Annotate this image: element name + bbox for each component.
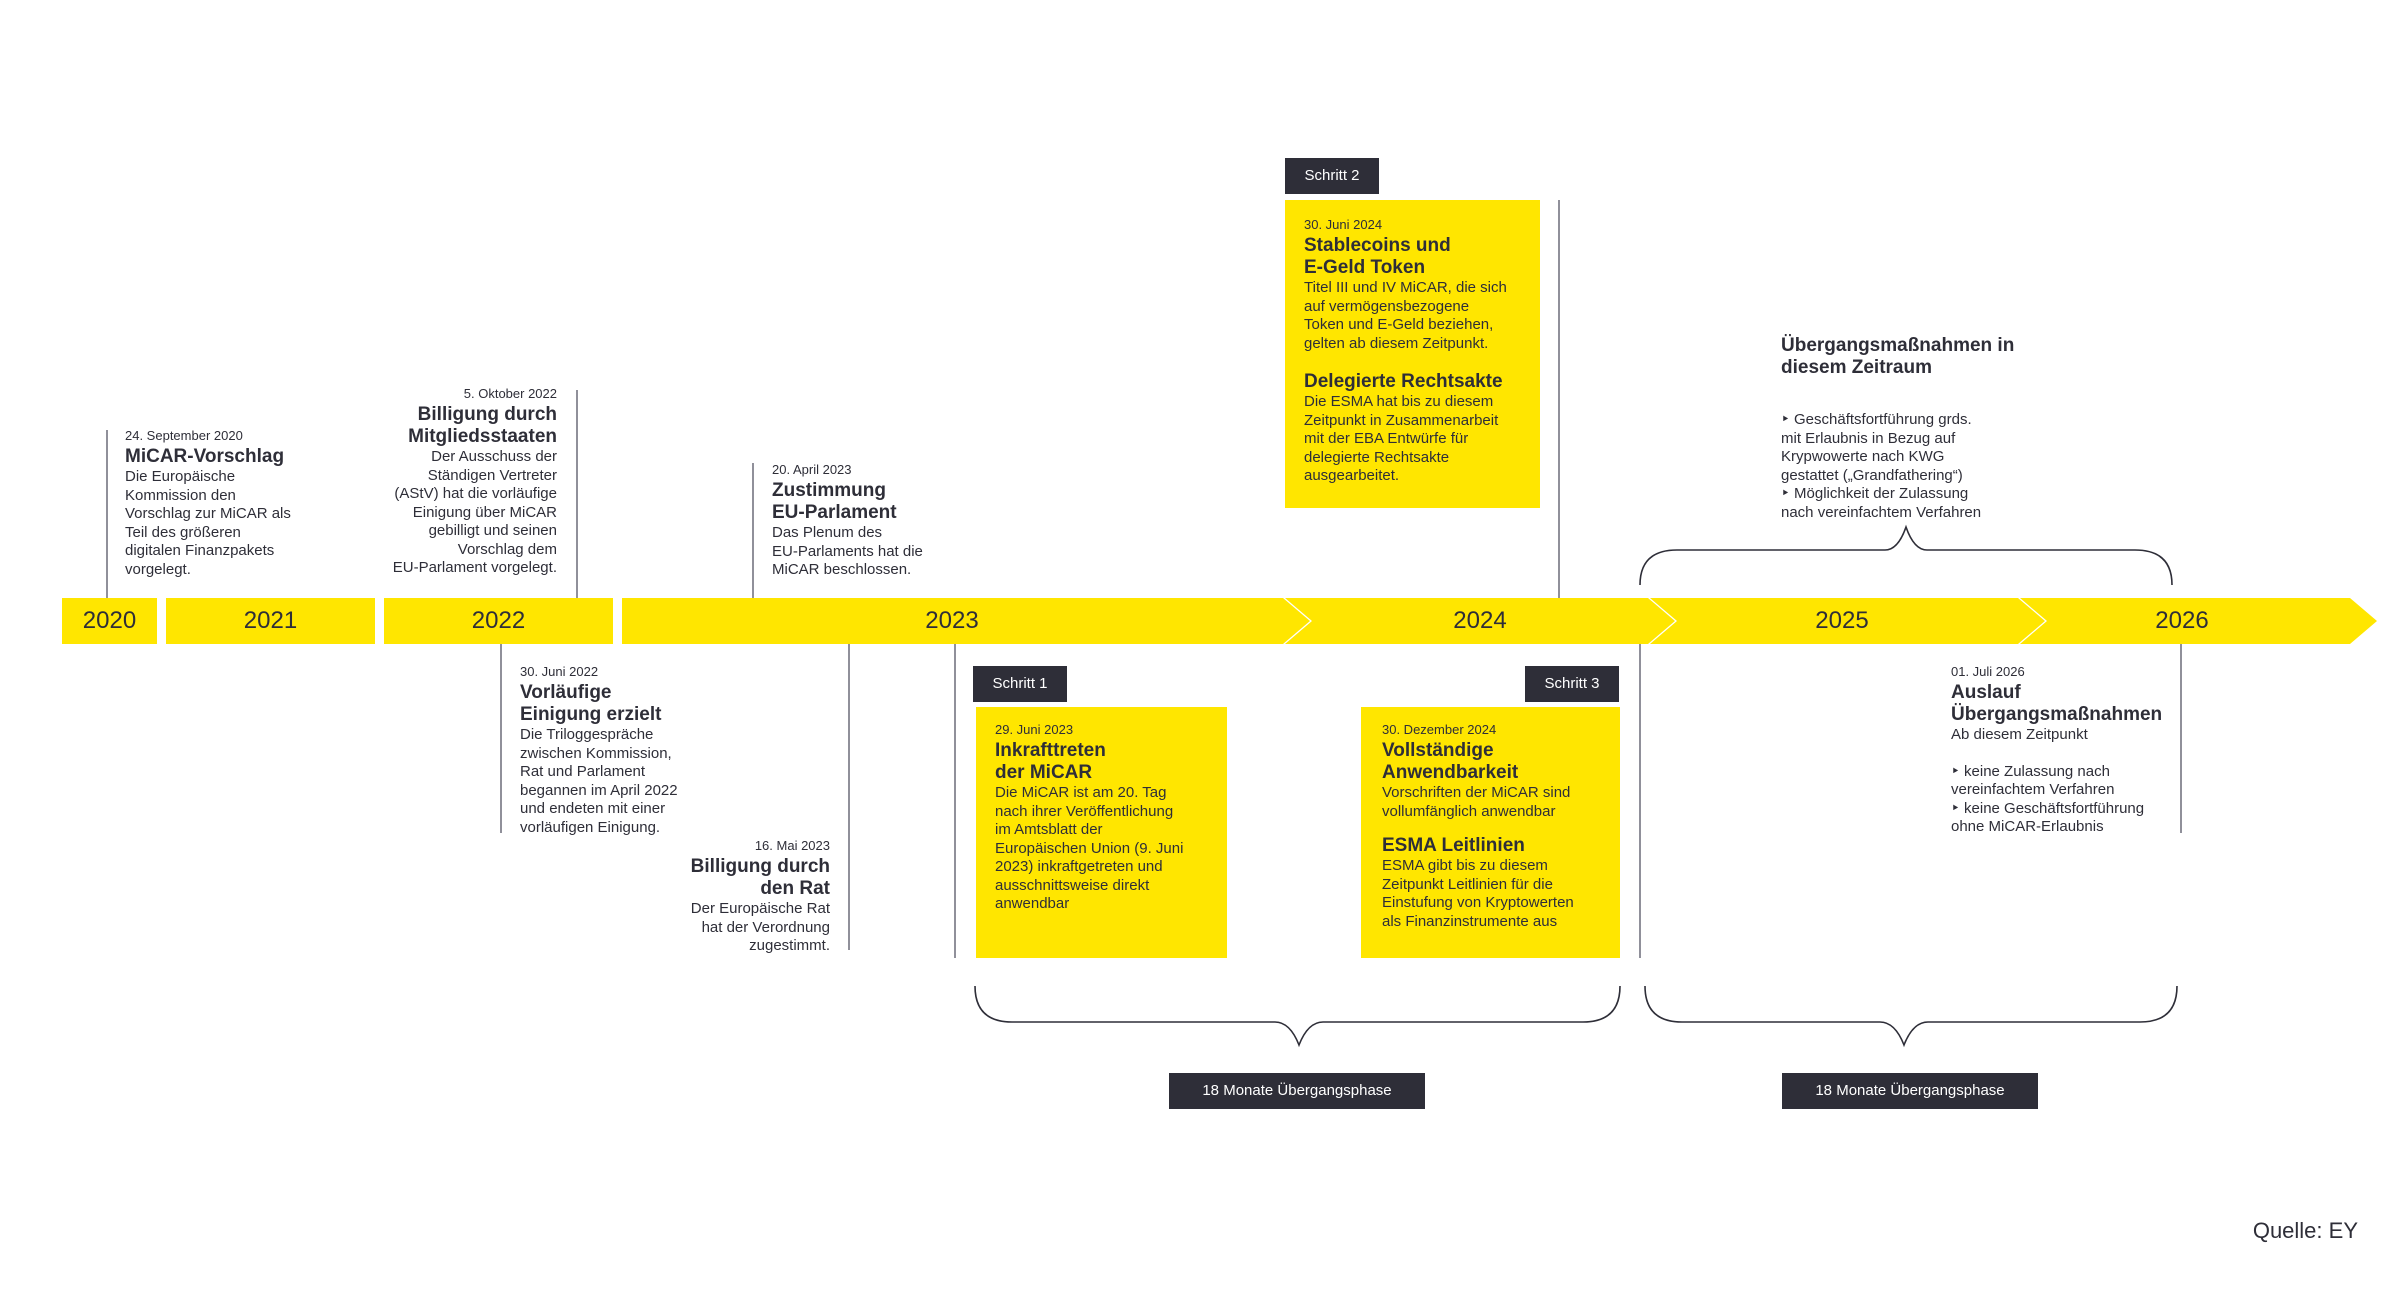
step-date: 29. Juni 2023	[995, 722, 1074, 737]
event-parliament: 20. April 2023 Zustimmung EU-Parlament D…	[772, 462, 972, 580]
event-date: 5. Oktober 2022	[463, 386, 557, 401]
step-body: Die MiCAR ist am 20. Tag nach ihrer Verö…	[995, 784, 1184, 912]
transition-measures: Übergangsmaßnahmen in diesem Zeitraum ‣ …	[1781, 335, 2061, 522]
year-2020: 2020	[82, 607, 137, 634]
event-title: Zustimmung EU-Parlament	[772, 480, 897, 523]
step-1-box: 29. Juni 2023 Inkrafttreten der MiCAR Di…	[976, 707, 1227, 958]
step-1-tag: Schritt 1	[973, 666, 1067, 702]
event-body: Der Ausschuss der Ständigen Vertreter (A…	[392, 448, 557, 576]
step-title: Inkrafttreten der MiCAR	[995, 740, 1106, 783]
brace-phase-1	[974, 985, 1621, 1048]
step-subbody: Die ESMA hat bis zu diesem Zeitpunkt in …	[1304, 393, 1499, 484]
event-council: 16. Mai 2023 Billigung durch den Rat Der…	[630, 838, 830, 956]
event-date: 20. April 2023	[772, 462, 852, 477]
step-title: Vollständige Anwendbarkeit	[1382, 740, 1519, 783]
step-3-tag: Schritt 3	[1525, 666, 1619, 702]
phase-label-2: 18 Monate Übergangsphase	[1782, 1073, 2038, 1109]
event-title: Auslauf Übergangsmaßnahmen	[1951, 682, 2163, 725]
event-date: 24. September 2020	[125, 428, 243, 443]
brace-phase-2	[1644, 985, 2178, 1048]
step-date: 30. Juni 2024	[1304, 217, 1383, 232]
event-body: Der Europäische Rat hat der Verordnung z…	[690, 900, 830, 954]
year-2021: 2021	[243, 607, 298, 634]
event-bullets: ‣ keine Zulassung nach vereinfachtem Ver…	[1951, 762, 2145, 836]
connector-lines	[106, 200, 2182, 958]
event-date: 16. Mai 2023	[754, 838, 830, 853]
event-provisional-agreement: 30. Juni 2022 Vorläufige Einigung erziel…	[520, 664, 720, 837]
event-title: Billigung durch Mitgliedsstaaten	[408, 404, 557, 447]
segment-2026	[2020, 598, 2377, 644]
brace-transition	[1639, 524, 2173, 586]
event-date: 30. Juni 2022	[520, 664, 599, 679]
segment-2021	[166, 598, 375, 644]
step-subbody: ESMA gibt bis zu diesem Zeitpunkt Leitli…	[1382, 857, 1574, 930]
event-title: MiCAR-Vorschlag	[125, 446, 285, 467]
timeline-bar	[62, 598, 2377, 644]
year-2024: 2024	[1453, 607, 1507, 634]
year-2023: 2023	[925, 607, 979, 634]
step-2-content: 30. Juni 2024 Stablecoins und E-Geld Tok…	[1304, 217, 1534, 486]
event-date: 01. Juli 2026	[1951, 664, 2025, 679]
event-body: Ab diesem Zeitpunkt	[1951, 726, 2088, 743]
event-body: Die Triloggespräche zwischen Kommission,…	[520, 726, 678, 836]
transition-title: Übergangsmaßnahmen in diesem Zeitraum	[1781, 335, 2015, 378]
step-subtitle: Delegierte Rechtsakte	[1304, 371, 1503, 392]
phase-label-1: 18 Monate Übergangsphase	[1169, 1073, 1425, 1109]
source-label: Quelle: EY	[2252, 1218, 2358, 1243]
event-body: Die Europäische Kommission den Vorschlag…	[125, 468, 291, 578]
event-body: Das Plenum des EU-Parlaments hat die MiC…	[772, 524, 923, 578]
step-date: 30. Dezember 2024	[1382, 722, 1497, 737]
year-2022: 2022	[471, 607, 526, 634]
event-transition-expiry: 01. Juli 2026 Auslauf Übergangsmaßnahmen…	[1951, 664, 2171, 837]
braces	[974, 524, 2178, 1048]
step-body: Vorschriften der MiCAR sind vollumfängli…	[1382, 784, 1571, 820]
event-title: Billigung durch den Rat	[690, 856, 830, 899]
event-member-states: 5. Oktober 2022 Billigung durch Mitglied…	[345, 386, 557, 578]
step-1-content: 29. Juni 2023 Inkrafttreten der MiCAR Di…	[995, 722, 1223, 914]
segment-2023	[622, 598, 1310, 644]
segment-2020	[62, 598, 157, 644]
segment-2025	[1650, 598, 2045, 644]
step-body: Titel III und IV MiCAR, die sich auf ver…	[1304, 279, 1507, 352]
segment-2022	[384, 598, 613, 644]
year-2025: 2025	[1815, 607, 1869, 634]
event-micar-proposal: 24. September 2020 MiCAR-Vorschlag Die E…	[125, 428, 325, 579]
step-subtitle: ESMA Leitlinien	[1382, 835, 1525, 856]
step-title: Stablecoins und E-Geld Token	[1304, 235, 1451, 278]
step-2-box: 30. Juni 2024 Stablecoins und E-Geld Tok…	[1285, 200, 1540, 508]
step-2-tag: Schritt 2	[1285, 158, 1379, 194]
step-3-box: 30. Dezember 2024 Vollständige Anwendbar…	[1361, 707, 1620, 958]
segment-2024	[1285, 598, 1675, 644]
step-3-content: 30. Dezember 2024 Vollständige Anwendbar…	[1382, 722, 1618, 931]
transition-bullets: ‣ Geschäftsfortführung grds. mit Erlaubn…	[1781, 411, 1982, 521]
event-title: Vorläufige Einigung erzielt	[520, 682, 662, 725]
year-2026: 2026	[2155, 607, 2209, 634]
